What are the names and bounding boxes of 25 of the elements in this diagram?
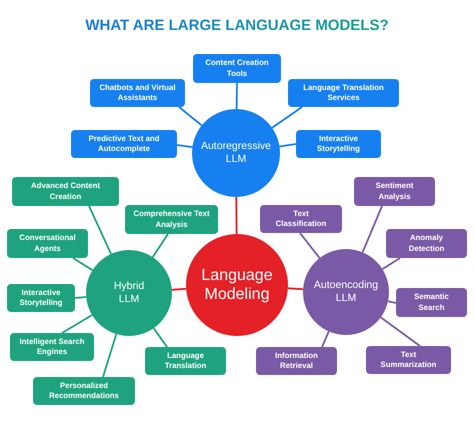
- connector-line: [272, 106, 303, 129]
- category-circle: Hybrid LLM: [86, 250, 172, 336]
- connector-line: [74, 296, 86, 299]
- connector-line: [152, 234, 169, 258]
- connector-line: [321, 331, 330, 348]
- connector-line: [62, 314, 93, 334]
- center-circle: Language Modeling: [186, 234, 288, 336]
- connector-line: [236, 82, 238, 110]
- connector-line: [176, 144, 193, 148]
- connector-line: [172, 288, 186, 291]
- connector-line: [279, 143, 296, 148]
- category-circle: Autoregressive LLM: [192, 109, 280, 197]
- connector-line: [152, 328, 168, 348]
- connector-line: [299, 232, 320, 259]
- connector-line: [288, 287, 304, 290]
- connector-line: [382, 257, 400, 270]
- connector-line: [72, 257, 93, 271]
- connector-line: [88, 206, 112, 254]
- category-circle: Autoencoding LLM: [303, 249, 389, 335]
- connector-line: [380, 316, 421, 347]
- connector-line: [388, 300, 396, 304]
- connector-line: [235, 197, 238, 234]
- connector-line: [362, 206, 383, 253]
- connector-line: [102, 334, 118, 378]
- connector-line: [178, 106, 202, 126]
